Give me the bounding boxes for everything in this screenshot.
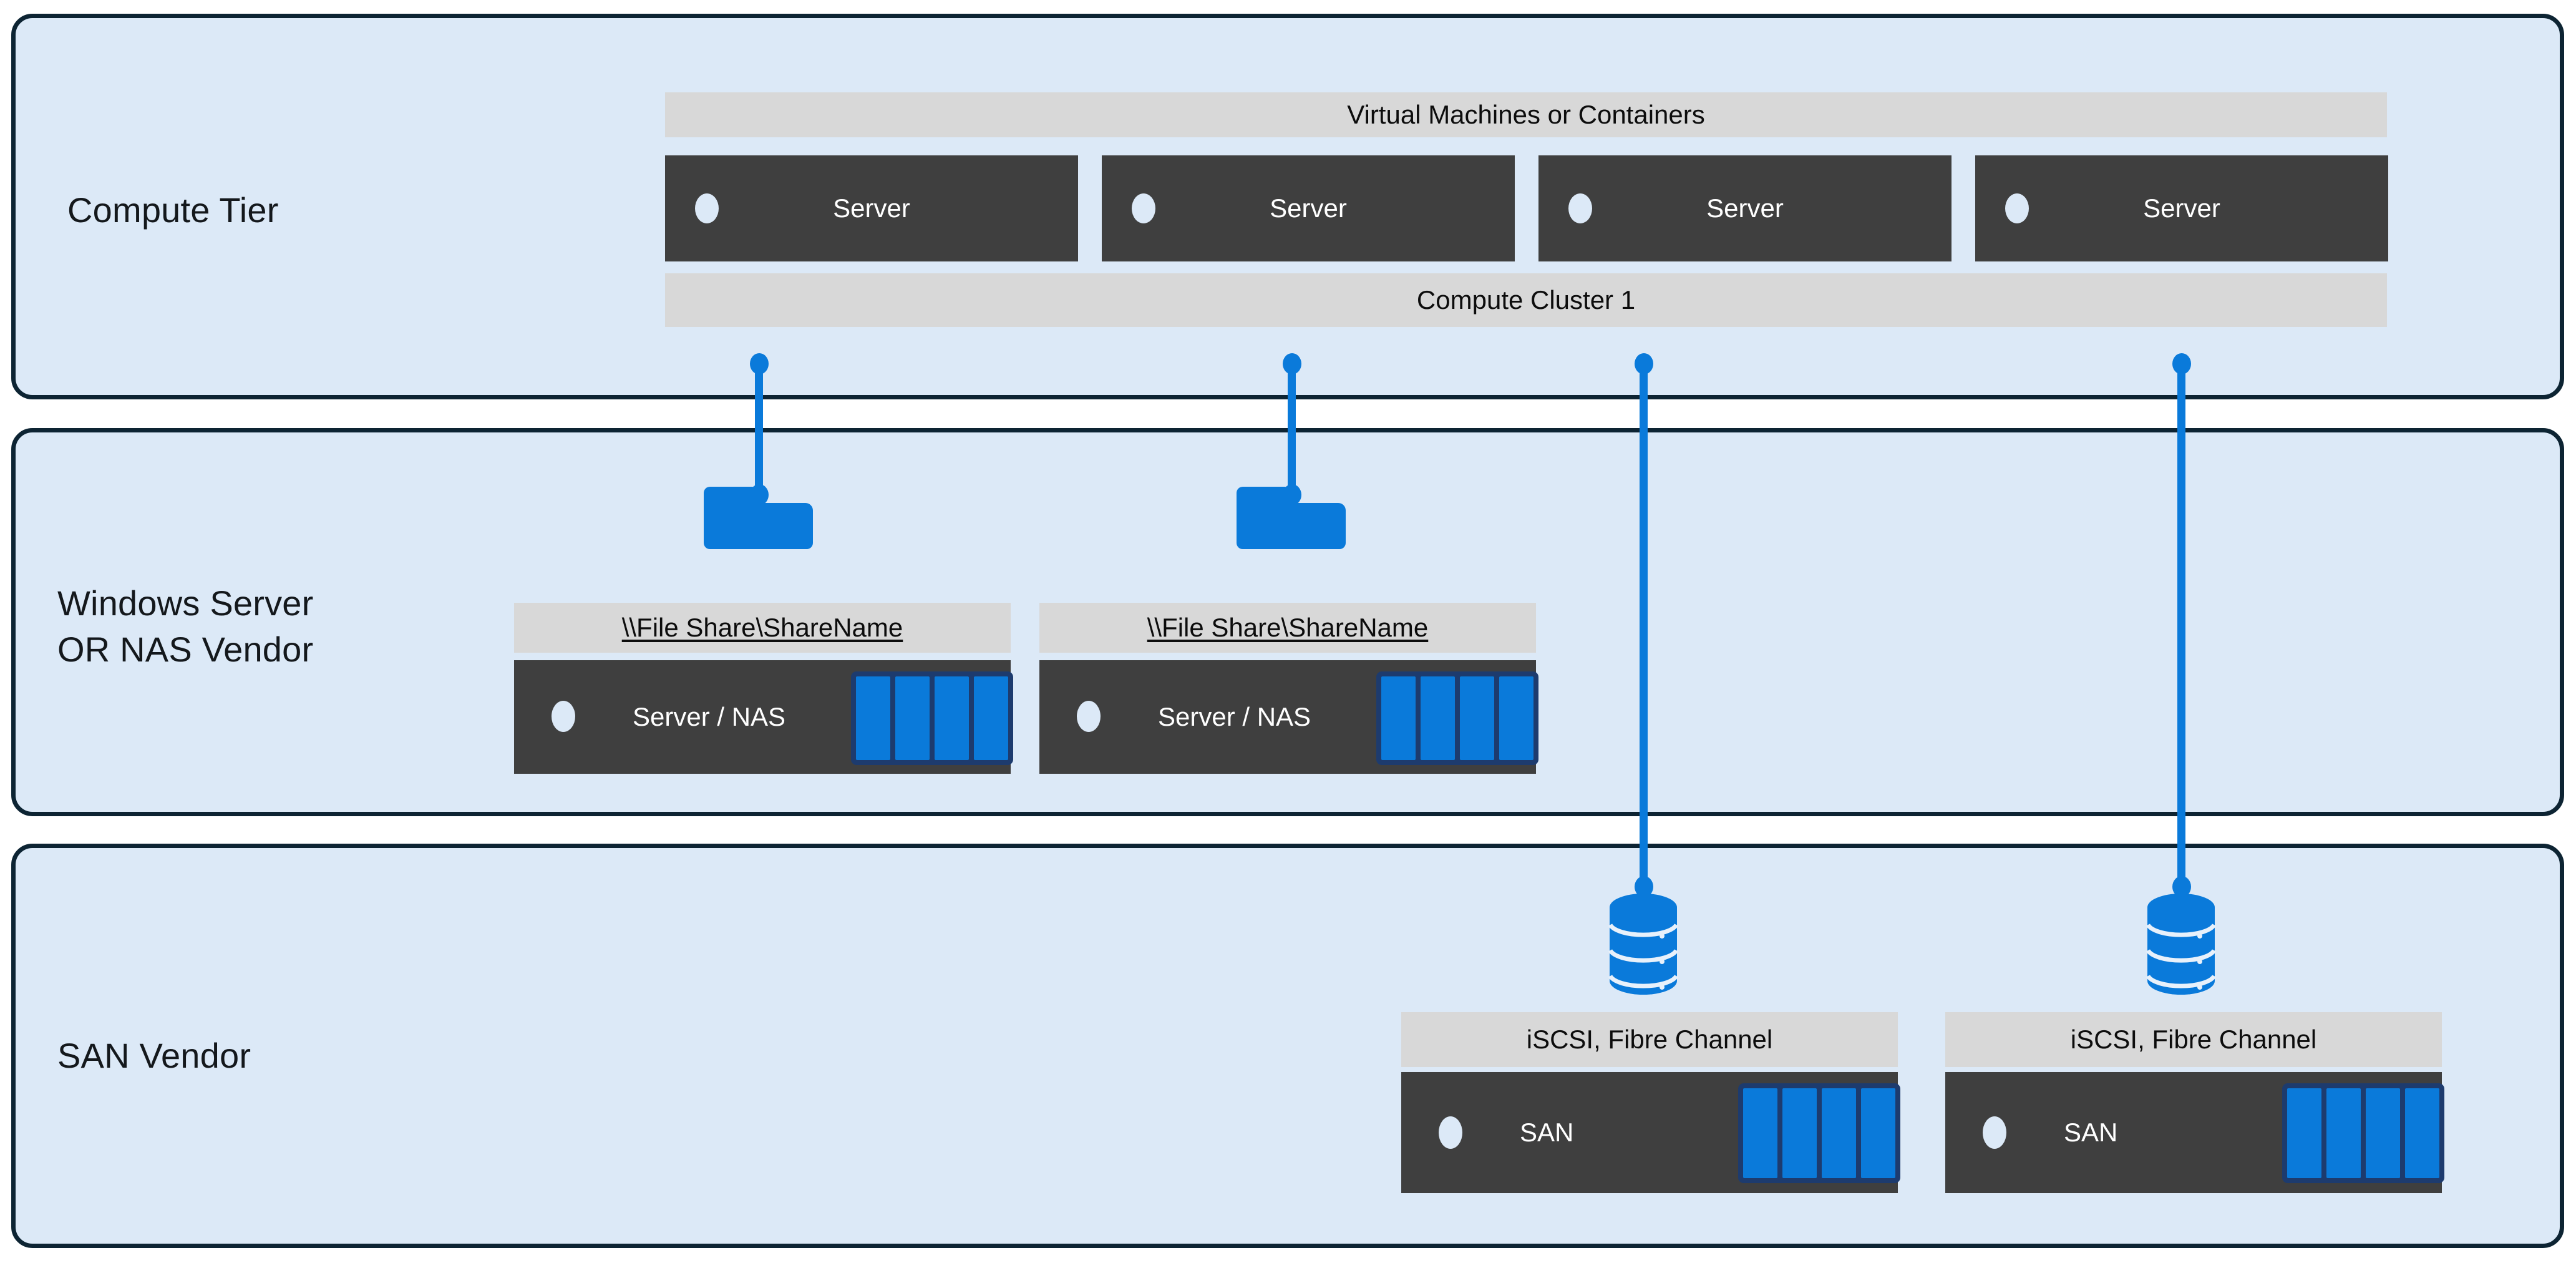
status-led-icon (1439, 1116, 1462, 1149)
connector-endpoint-dot (1282, 353, 1301, 374)
file-node-1-caption: \\File Share\ShareName (514, 603, 1011, 653)
connector-endpoint-dot (749, 484, 769, 505)
file-node-2[interactable]: Server / NAS (1039, 660, 1538, 774)
database-icon (1608, 892, 1678, 998)
drive-slot (2326, 1088, 2361, 1178)
drive-slot (935, 676, 969, 760)
folder-body-shape (1237, 503, 1346, 549)
compute-node-label: Server (2143, 193, 2220, 223)
drive-slot (1421, 676, 1455, 760)
san-node-2[interactable]: SAN (1945, 1072, 2444, 1193)
folder-icon (1237, 487, 1346, 549)
connector-compute3-to-san1 (1634, 353, 1653, 897)
drive-bay (2282, 1083, 2444, 1183)
compute-node-1[interactable]: Server (665, 155, 1078, 261)
drive-slot (1822, 1088, 1856, 1178)
file-node-label: Server / NAS (633, 702, 786, 731)
san-node-label: SAN (1520, 1118, 1574, 1147)
drive-slot (1743, 1088, 1777, 1178)
drive-slot (974, 676, 1008, 760)
connector-endpoint-dot (2172, 876, 2191, 897)
drive-bay (1376, 671, 1538, 765)
file-node-label: Server / NAS (1158, 702, 1311, 731)
status-led-icon (1983, 1116, 2006, 1149)
san-node-label: SAN (2064, 1118, 2118, 1147)
compute-node-3[interactable]: Server (1538, 155, 1951, 261)
tier-san-label: SAN Vendor (57, 1036, 251, 1075)
status-led-icon (695, 193, 719, 223)
drive-bay (1738, 1083, 1900, 1183)
compute-node-4[interactable]: Server (1975, 155, 2388, 261)
file-node-1[interactable]: Server / NAS (514, 660, 1013, 774)
drive-slot (856, 676, 890, 760)
drive-slot (1499, 676, 1533, 760)
drive-slot (1861, 1088, 1895, 1178)
connector-compute2-to-file2 (1282, 353, 1301, 505)
connector-endpoint-dot (1634, 876, 1653, 897)
connector-endpoint-dot (749, 353, 769, 374)
compute-node-label: Server (1706, 193, 1784, 223)
drive-slot (895, 676, 930, 760)
tier-compute-label: Compute Tier (67, 190, 279, 230)
drive-slot (1782, 1088, 1817, 1178)
drive-slot (2287, 1088, 2321, 1178)
compute-node-label: Server (1270, 193, 1347, 223)
status-led-icon (552, 701, 575, 732)
drive-slot (1460, 676, 1494, 760)
file-node-2-caption: \\File Share\ShareName (1039, 603, 1536, 653)
san-node-2-caption: iSCSI, Fibre Channel (1945, 1012, 2442, 1067)
status-led-icon (2005, 193, 2029, 223)
tier-file-label: Windows Server OR NAS Vendor (57, 583, 314, 669)
compute-node-label: Server (833, 193, 910, 223)
connector-compute1-to-file1 (749, 353, 769, 505)
connector-endpoint-dot (1634, 353, 1653, 374)
status-led-icon (1132, 193, 1155, 223)
status-led-icon (1077, 701, 1101, 732)
connector-endpoint-dot (2172, 353, 2191, 374)
san-node-1-caption: iSCSI, Fibre Channel (1401, 1012, 1898, 1067)
san-node-1[interactable]: SAN (1401, 1072, 1900, 1193)
compute-node-2[interactable]: Server (1102, 155, 1515, 261)
folder-body-shape (704, 503, 813, 549)
drive-bay (851, 671, 1013, 765)
connector-endpoint-dot (1282, 484, 1301, 505)
compute-header-bar: Virtual Machines or Containers (665, 92, 2387, 137)
drive-slot (2366, 1088, 2400, 1178)
status-led-icon (1568, 193, 1592, 223)
compute-footer-bar: Compute Cluster 1 (665, 273, 2387, 327)
connector-compute4-to-san2 (2172, 353, 2191, 897)
database-icon (2146, 892, 2216, 998)
drive-slot (1381, 676, 1416, 760)
drive-slot (2405, 1088, 2439, 1178)
